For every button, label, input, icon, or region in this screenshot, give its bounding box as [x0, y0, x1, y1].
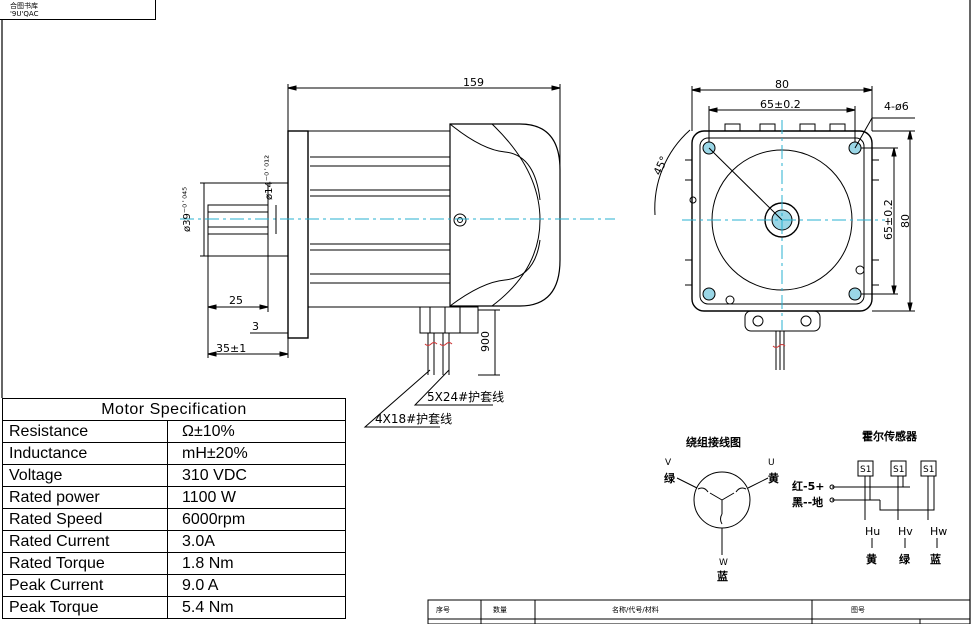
spec-name: Inductance: [2, 442, 168, 465]
spec-value: 3.0A: [167, 530, 346, 553]
dim-holes: 4-ø6: [884, 100, 909, 113]
dim-shaft-diameter: ø14⁻⁰˙⁰¹²: [264, 155, 275, 200]
winding-u-color: 黄: [768, 471, 779, 485]
spec-name: Rated Torque: [2, 552, 168, 575]
hall-red-label: 红-5+: [792, 479, 824, 493]
spec-name: Peak Torque: [2, 596, 168, 619]
stamp-line-1: 合图书库: [10, 2, 38, 10]
title-col-qty: 数量: [493, 605, 507, 614]
spec-value: 5.4 Nm: [167, 596, 346, 619]
spec-name: Rated Current: [2, 530, 168, 553]
dim-length: 159: [463, 76, 484, 89]
title-block: [427, 599, 971, 624]
motor-end-cap: [449, 123, 561, 307]
mount-hole-bl: [702, 287, 716, 301]
mount-hole-br: [848, 287, 862, 301]
spec-value: 1.8 Nm: [167, 552, 346, 575]
title-col-name: 名称/代号/材料: [612, 605, 659, 614]
winding-v-color: 绿: [664, 471, 676, 485]
winding-v-letter: V: [665, 458, 672, 468]
winding-w-color: 蓝: [717, 569, 728, 583]
hall-sensor-diagram: [829, 460, 938, 548]
dim-offset: 35±1: [216, 342, 246, 355]
spec-name: Rated power: [2, 486, 168, 509]
dim-hole-spacing: 65±0.2: [760, 98, 801, 111]
ground-screw: [453, 213, 467, 227]
hall-hv: Hv: [898, 525, 913, 538]
winding-u-letter: U: [768, 458, 775, 468]
dim-front-height: 80: [899, 214, 912, 228]
hall-hv-color: 绿: [899, 552, 911, 566]
stamp-line-2: '9U'QAC: [10, 10, 39, 18]
spec-value: 6000rpm: [167, 508, 346, 531]
spec-value: 9.0 A: [167, 574, 346, 597]
hall-s1: S1: [860, 465, 871, 475]
spec-title: Motor Specification: [2, 398, 346, 421]
cable-gland: [419, 306, 479, 334]
hall-title: 霍尔传感器: [862, 429, 918, 443]
hall-s3: S1: [923, 465, 934, 475]
spec-name: Resistance: [2, 420, 168, 443]
hall-hu: Hu: [865, 525, 880, 538]
dim-front-width: 80: [775, 78, 789, 91]
hall-hw: Hw: [930, 525, 947, 538]
title-col-index: 序号: [436, 605, 450, 614]
dim-shoulder: 3: [252, 320, 259, 333]
spec-name: Rated Speed: [2, 508, 168, 531]
spec-value: 1100 W: [167, 486, 346, 509]
side-view: [180, 84, 615, 428]
motor-flange: [287, 130, 309, 339]
winding-w-letter: W: [719, 558, 728, 568]
spec-header-row: Motor Specification: [2, 398, 346, 421]
hall-hu-color: 黄: [866, 552, 877, 566]
drawing-stamp: 合图书库 '9U'QAC: [0, 0, 156, 20]
title-col-drawing-no: 图号: [851, 606, 865, 614]
hall-hw-color: 蓝: [930, 552, 941, 566]
cable-label-4x18: 4X18#护套线: [375, 412, 452, 426]
hall-black-label: 黑--地: [792, 495, 823, 509]
spec-value: Ω±10%: [167, 420, 346, 443]
spec-value: 310 VDC: [167, 464, 346, 487]
dim-lead-length: 900: [479, 331, 492, 352]
dim-pilot-diameter: ø39⁻⁰˙⁰⁴⁵: [182, 187, 193, 232]
front-connector: [744, 310, 821, 332]
dim-v-spacing: 65±0.2: [882, 199, 895, 240]
winding-diagram: [676, 471, 769, 555]
spec-name: Voltage: [2, 464, 168, 487]
winding-title: 绕组接线图: [686, 435, 741, 449]
front-view: [654, 86, 915, 370]
hall-s2: S1: [893, 465, 904, 475]
spec-name: Peak Current: [2, 574, 168, 597]
dim-shaft-length: 25: [229, 294, 243, 307]
cable-label-5x24: 5X24#护套线: [427, 390, 504, 404]
spec-value: mH±20%: [167, 442, 346, 465]
